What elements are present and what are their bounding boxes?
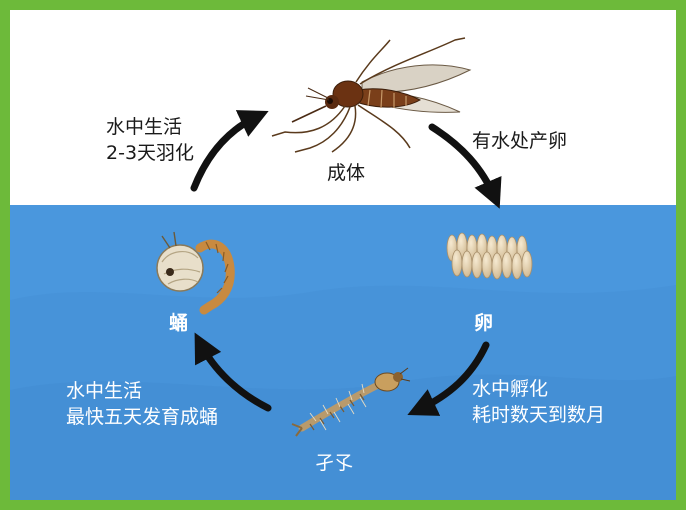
note-larva-to-pupa: 水中生活 最快五天发育成蛹 <box>66 378 218 430</box>
stage-label-egg: 卵 <box>474 312 494 334</box>
note-egg-to-larva: 水中孵化 耗时数天到数月 <box>472 376 605 428</box>
note-pupa-to-adult: 水中生活 2-3天羽化 <box>106 114 194 166</box>
lifecycle-graphics <box>10 37 676 500</box>
note-pupa-to-adult-line2: 2-3天羽化 <box>106 142 195 164</box>
note-larva-to-pupa-line2: 最快五天发育成蛹 <box>66 406 219 428</box>
arrow-adult-to-egg <box>428 123 502 209</box>
larva-icon <box>291 367 411 437</box>
note-egg-to-larva-line1: 水中孵化 <box>472 378 549 400</box>
arrow-egg-to-larva <box>407 341 490 416</box>
note-larva-to-pupa-line1: 水中生活 <box>66 380 143 402</box>
stage-label-adult: 成体 <box>327 162 366 184</box>
stage-label-pupa: 蛹 <box>169 312 189 334</box>
egg-raft-icon <box>446 232 533 280</box>
diagram-canvas: 成体 卵 孑孓 蛹 水中生活 2-3天羽化 有水处产卵 水中孵化 耗时数天到数月… <box>10 10 676 500</box>
note-pupa-to-adult-line1: 水中生活 <box>106 116 183 138</box>
stage-label-larva: 孑孓 <box>315 452 354 474</box>
note-adult-to-egg: 有水处产卵 <box>472 128 567 154</box>
arrow-pupa-to-adult <box>190 110 269 192</box>
arrow-larva-to-pupa <box>194 332 272 412</box>
pupa-icon <box>156 231 235 315</box>
note-egg-to-larva-line2: 耗时数天到数月 <box>472 404 606 426</box>
mosquito-icon <box>271 37 472 153</box>
note-adult-to-egg-line1: 有水处产卵 <box>472 130 568 152</box>
